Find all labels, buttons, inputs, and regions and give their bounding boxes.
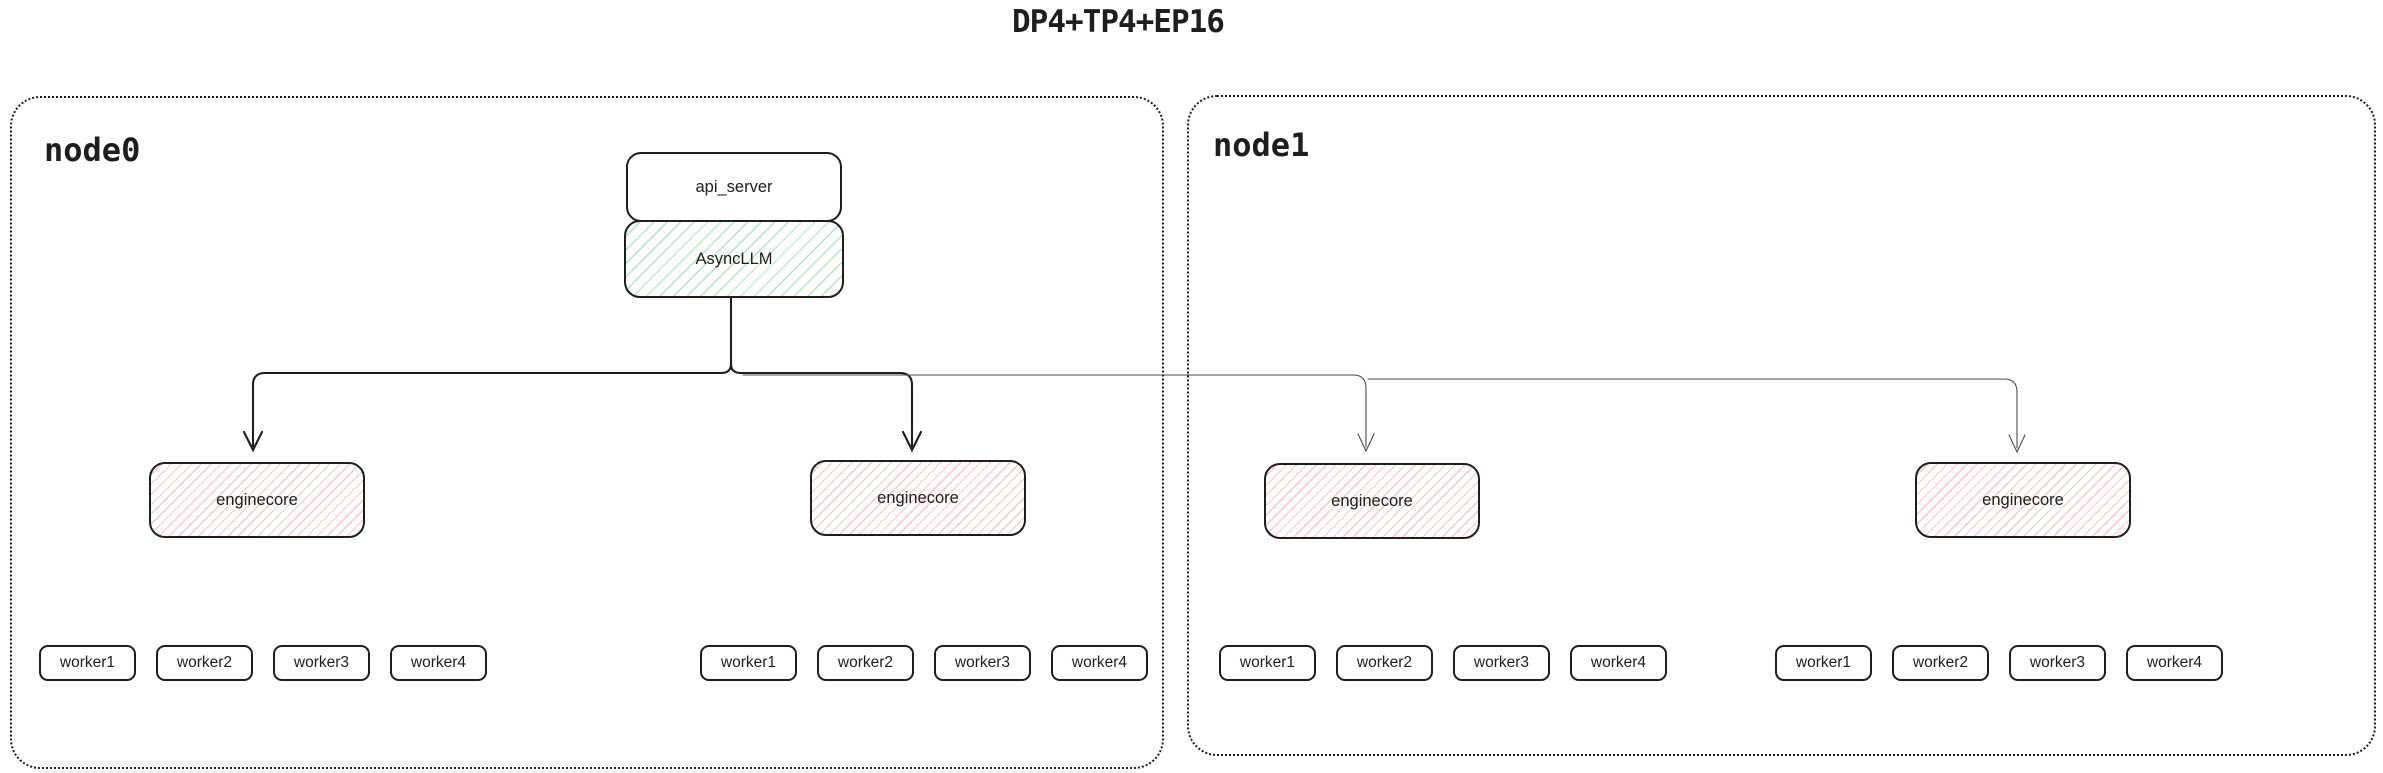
- worker-box: worker1: [1219, 645, 1316, 681]
- worker-box: worker3: [934, 645, 1031, 681]
- worker-box: worker4: [1570, 645, 1667, 681]
- api-server-box: api_server: [626, 152, 842, 222]
- worker-box: worker2: [1892, 645, 1989, 681]
- worker-box: worker3: [1453, 645, 1550, 681]
- enginecore-label: enginecore: [877, 488, 959, 507]
- worker-box: worker3: [273, 645, 370, 681]
- node0-worker-group2: worker1 worker2 worker3 worker4: [700, 645, 1148, 681]
- diagram-title: DP4+TP4+EP16: [1012, 4, 1225, 40]
- node0-container: node0 api_server AsyncLLM enginecore eng…: [10, 96, 1164, 769]
- node1-enginecore2-box: enginecore: [1915, 462, 2131, 538]
- node0-enginecore1-box: enginecore: [149, 462, 365, 538]
- node1-label: node1: [1213, 126, 1310, 164]
- enginecore-label: enginecore: [1982, 490, 2064, 509]
- worker-box: worker3: [2009, 645, 2106, 681]
- worker-box: worker1: [1775, 645, 1872, 681]
- asyncllm-label: AsyncLLM: [695, 249, 773, 268]
- api-server-label: api_server: [695, 177, 773, 196]
- worker-box: worker4: [390, 645, 487, 681]
- enginecore-label: enginecore: [1331, 491, 1413, 510]
- worker-box: worker2: [156, 645, 253, 681]
- node1-worker-group2: worker1 worker2 worker3 worker4: [1775, 645, 2223, 681]
- worker-box: worker1: [39, 645, 136, 681]
- worker-box: worker4: [2126, 645, 2223, 681]
- worker-box: worker2: [817, 645, 914, 681]
- worker-box: worker2: [1336, 645, 1433, 681]
- node1-container: node1 enginecore enginecore worker1 work…: [1187, 95, 2376, 756]
- enginecore-label: enginecore: [216, 490, 298, 509]
- asyncllm-box: AsyncLLM: [624, 220, 844, 298]
- node0-label: node0: [44, 131, 141, 169]
- worker-box: worker1: [700, 645, 797, 681]
- worker-box: worker4: [1051, 645, 1148, 681]
- node0-enginecore2-box: enginecore: [810, 460, 1026, 536]
- node1-worker-group1: worker1 worker2 worker3 worker4: [1219, 645, 1667, 681]
- node1-enginecore1-box: enginecore: [1264, 463, 1480, 539]
- node0-worker-group1: worker1 worker2 worker3 worker4: [39, 645, 487, 681]
